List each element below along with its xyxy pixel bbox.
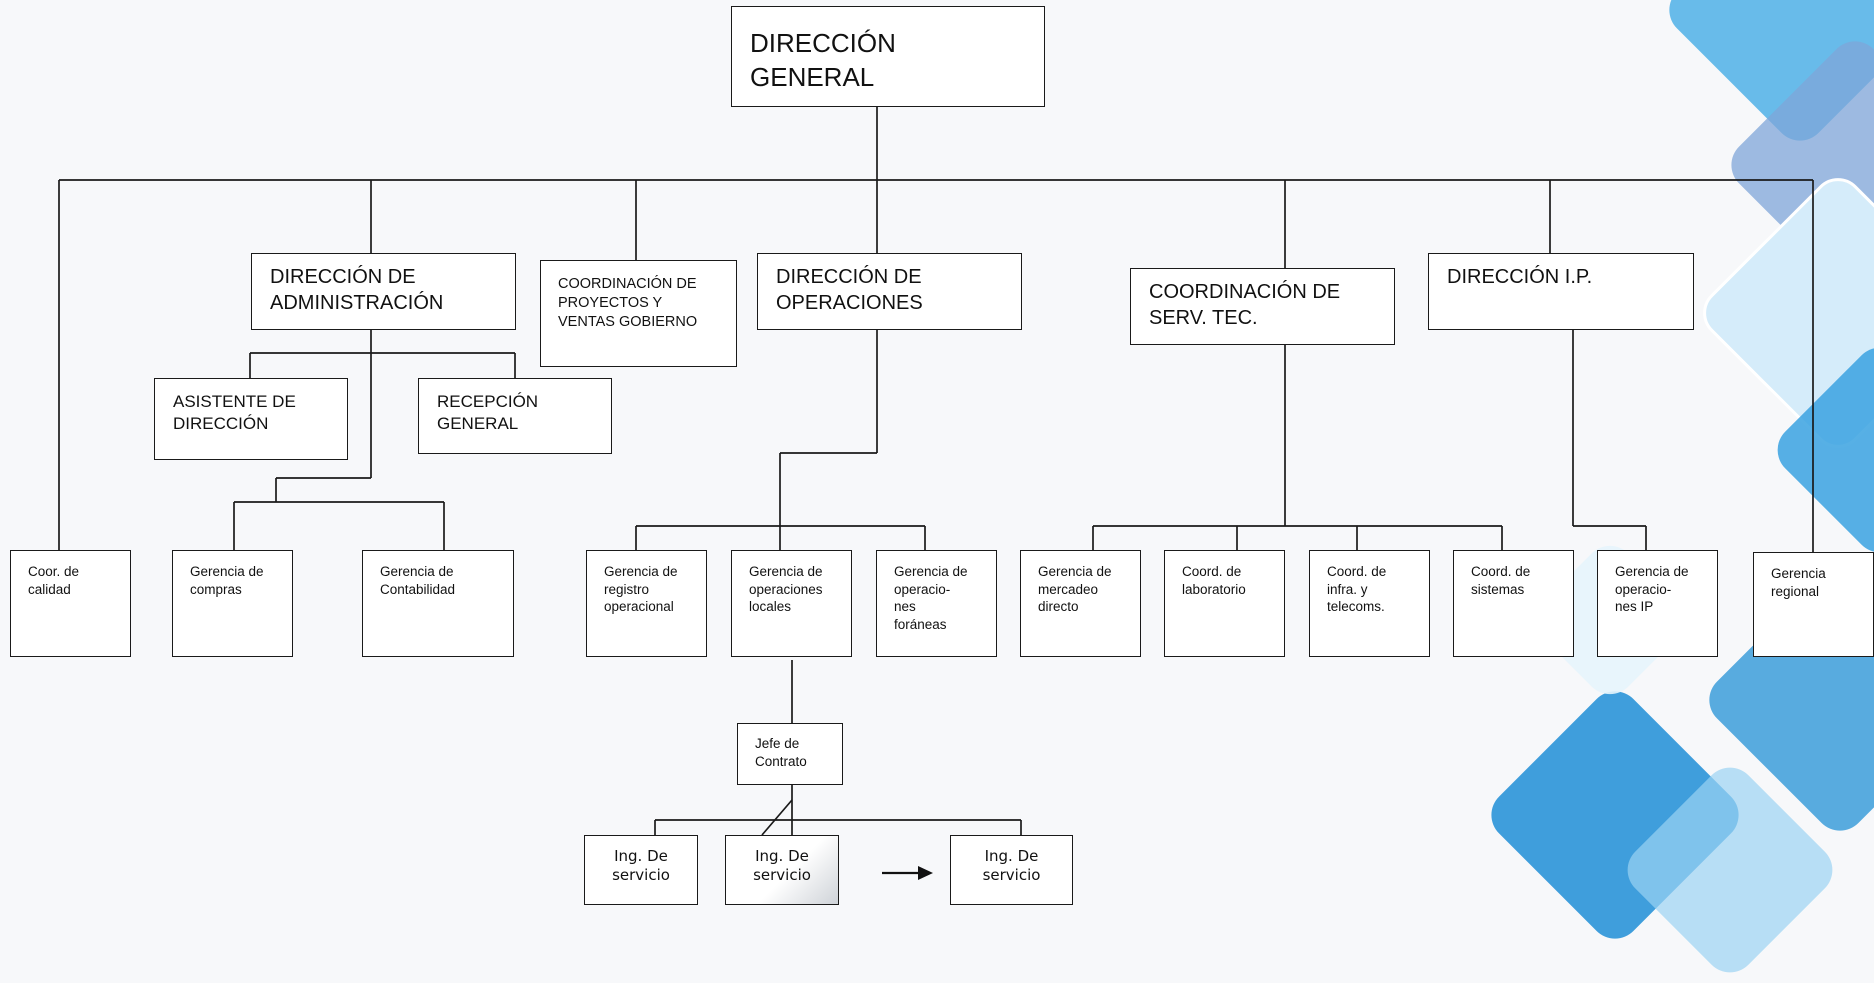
node-gerencia-registro: Gerencia de registro operacional — [586, 550, 707, 657]
node-direccion-ip: DIRECCIÓN I.P. — [1428, 253, 1694, 330]
connector-line — [761, 799, 793, 836]
node-asistente-direccion: ASISTENTE DE DIRECCIÓN — [154, 378, 348, 460]
node-coord-laboratorio: Coord. de laboratorio — [1164, 550, 1285, 657]
node-gerencia-regional: Gerencia regional — [1753, 552, 1874, 657]
node-ing-servicio: Ing. De servicio — [584, 835, 698, 905]
node-ing-servicio: Ing. De servicio — [950, 835, 1073, 905]
node-gerencia-contabilidad: Gerencia de Contabilidad — [362, 550, 514, 657]
node-direccion-operaciones: DIRECCIÓN DE OPERACIONES — [757, 253, 1022, 330]
node-recepcion-general: RECEPCIÓN GENERAL — [418, 378, 612, 454]
node-gerencia-compras: Gerencia de compras — [172, 550, 293, 657]
node-coord-sistemas: Coord. de sistemas — [1453, 550, 1574, 657]
node-direccion-administracion: DIRECCIÓN DE ADMINISTRACIÓN — [251, 253, 516, 330]
node-coord-infra: Coord. de infra. y telecoms. — [1309, 550, 1430, 657]
org-chart: DIRECCIÓN GENERAL DIRECCIÓN DE ADMINISTR… — [10, 6, 1874, 905]
node-coordinacion-serv-tec: COORDINACIÓN DE SERV. TEC. — [1130, 268, 1395, 345]
node-gerencia-operaciones-locales: Gerencia de operaciones locales — [731, 550, 852, 657]
node-ing-servicio: Ing. De servicio — [725, 835, 839, 905]
node-coor-calidad: Coor. de calidad — [10, 550, 131, 657]
node-coordinacion-proyectos: COORDINACIÓN DE PROYECTOS Y VENTAS GOBIE… — [540, 260, 737, 367]
connector-lines — [58, 107, 1814, 880]
node-gerencia-mercadeo: Gerencia de mercadeo directo — [1020, 550, 1141, 657]
node-gerencia-operaciones-foraneas: Gerencia de operacio- nes foráneas — [876, 550, 997, 657]
arrow-head — [918, 866, 933, 880]
node-jefe-contrato: Jefe de Contrato — [737, 723, 843, 785]
node-direccion-general: DIRECCIÓN GENERAL — [731, 6, 1045, 107]
node-gerencia-operaciones-ip: Gerencia de operacio- nes IP — [1597, 550, 1718, 657]
